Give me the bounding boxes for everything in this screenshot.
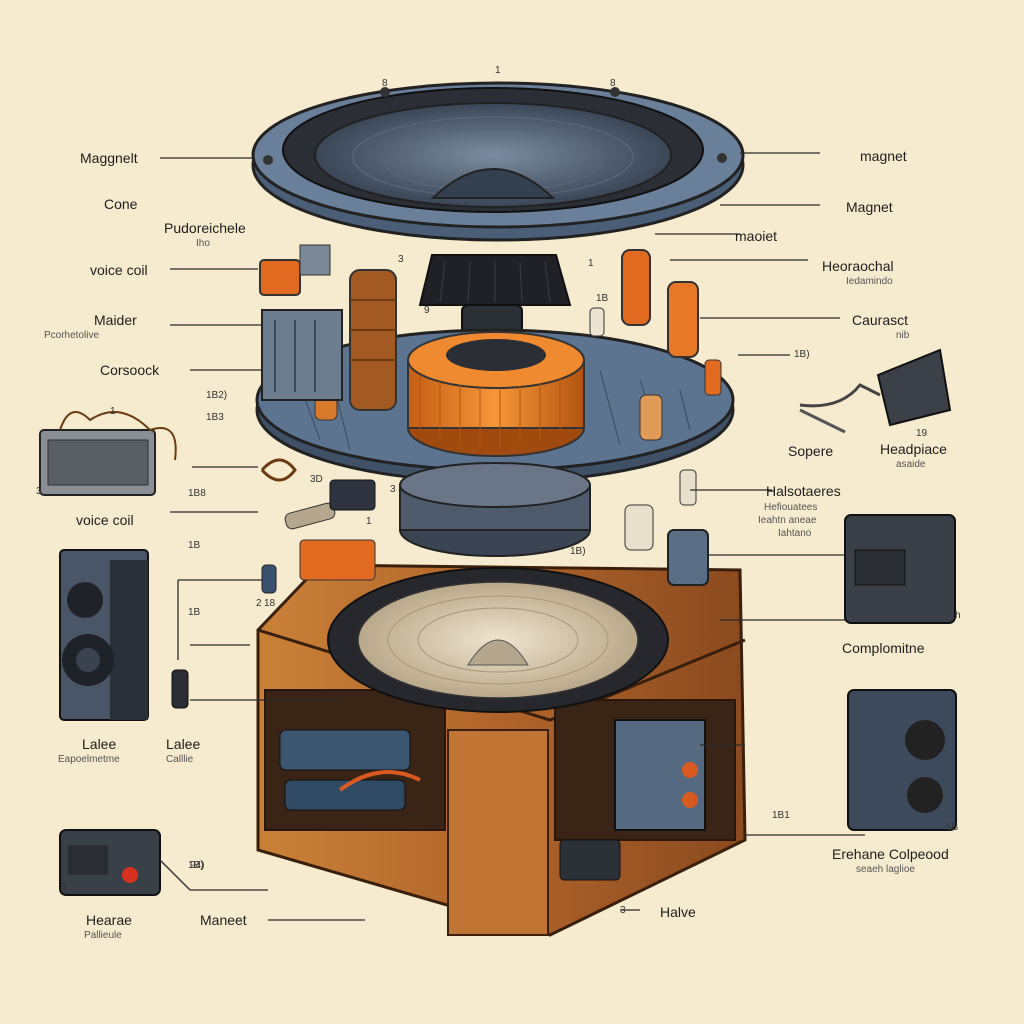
label-erchane: Erehane Colpeood — [832, 846, 949, 862]
bottom-left-module — [59, 829, 161, 896]
callout-number: 1B3 — [206, 412, 224, 423]
callout-number: 2 — [256, 598, 262, 609]
leader-lines — [159, 152, 865, 921]
label-lalee-mid: Lalee — [166, 736, 201, 752]
label-maneet-bottom: Maneet — [200, 912, 247, 928]
label-halsotaeres-sub3: Iahtano — [778, 528, 812, 539]
callout-number: 1B — [946, 822, 959, 833]
label-maider: Maider — [94, 312, 137, 328]
label-complomine: Complomitne — [842, 640, 925, 656]
callout-number: 3 — [398, 254, 404, 265]
callout-number: 1B — [188, 607, 201, 618]
wood-cabinet — [256, 563, 747, 937]
callout-number: 9 — [424, 305, 430, 316]
callout-number: 1B — [188, 540, 201, 551]
label-voice-coil-top: voice coil — [90, 262, 148, 278]
label-pudoreichele: Pudoreichele — [164, 220, 246, 236]
label-lalee-left: Lalee — [82, 736, 117, 752]
callout-number: 19 — [916, 428, 928, 439]
top-driver — [251, 81, 745, 242]
callout-number: 18 — [264, 598, 276, 609]
label-corsoock: Corsoock — [100, 362, 160, 378]
label-maoiet: maoiet — [735, 228, 778, 244]
label-heoraochal: Heoraochal — [822, 258, 894, 274]
label-heare-sub: Pallieule — [84, 930, 122, 941]
callout-number: 1B) — [570, 546, 586, 557]
callout-number: 1B — [596, 293, 609, 304]
callout-number: 94) — [190, 860, 205, 871]
label-headpiace: Headpiace — [880, 441, 947, 457]
label-magnet-top-left: Maggnelt — [80, 150, 138, 166]
label-sopere: Sopere — [788, 443, 834, 459]
label-lalee-left-sub: Eapoelmetme — [58, 754, 120, 765]
label-lalee-mid-sub: Calllie — [166, 754, 194, 765]
callout-number: 3D — [310, 474, 323, 485]
label-maider-sub: Pcorhetolive — [44, 330, 100, 341]
label-pudoreichele-sub: Iho — [196, 238, 210, 249]
callout-number: h — [955, 610, 961, 621]
label-magnet-right: Magnet — [846, 199, 893, 215]
label-heare: Hearae — [86, 912, 132, 928]
label-halsotaeres: Halsotaeres — [766, 483, 841, 499]
left-components — [39, 244, 376, 709]
label-heoraochal-sub: Iedamindo — [846, 276, 893, 287]
callout-number: 1B1 — [772, 810, 790, 821]
callout-number: 3 — [620, 905, 626, 916]
callout-number: 1B) — [188, 860, 204, 871]
callout-number: 1 — [110, 406, 116, 417]
callout-number: 1B2) — [206, 390, 228, 401]
callout-number: 8 — [382, 78, 388, 89]
label-voice-coil-mid: voice coil — [76, 512, 134, 528]
callout-number: 1B8 — [188, 488, 206, 499]
callout-number: 3 — [60, 882, 66, 893]
callout-number: 3 — [390, 484, 396, 495]
label-magnet-top-right: magnet — [860, 148, 907, 164]
callout-number: 1 — [588, 258, 594, 269]
label-halsotaeres-sub1: Hefiouatees — [764, 502, 818, 513]
callout-number: 1 — [366, 516, 372, 527]
label-caurasct-sub: nib — [896, 330, 910, 341]
bottom-magnet — [399, 462, 591, 557]
label-halsotaeres-sub2: Ieahtn aneae — [758, 515, 817, 526]
callout-number: 8 — [610, 78, 616, 89]
label-halve: Halve — [660, 904, 696, 920]
label-headpiace-sub: asaide — [896, 459, 926, 470]
left-speaker-box — [59, 549, 149, 721]
voice-coil-copper — [407, 331, 585, 457]
callout-number: 3 — [36, 486, 42, 497]
label-erchane-sub: seaeh laglioe — [856, 864, 915, 875]
label-caurasct: Caurasct — [852, 312, 909, 328]
callout-number: 1B) — [794, 349, 810, 360]
callout-number: 1 — [495, 65, 501, 76]
label-cone: Cone — [104, 196, 138, 212]
right-components — [799, 348, 957, 831]
